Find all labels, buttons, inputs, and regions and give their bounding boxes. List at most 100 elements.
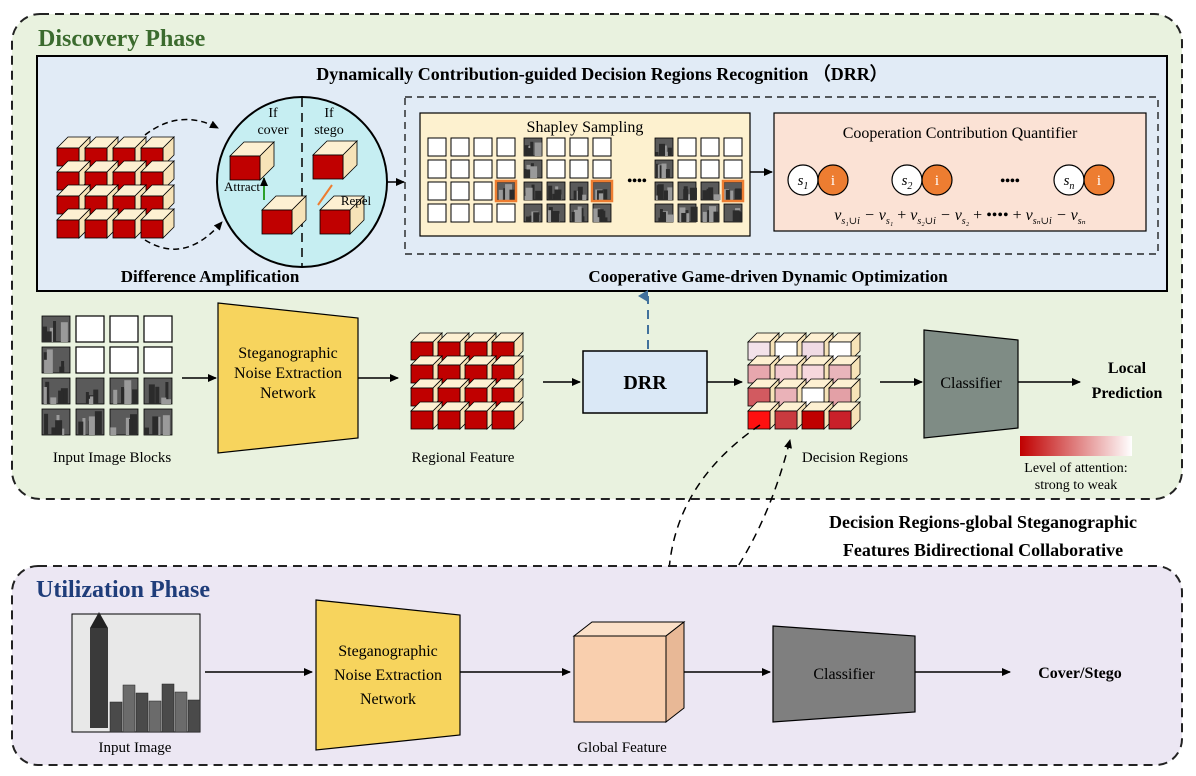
shapley-cell-photo-detail [594,217,600,222]
input-block-photo-detail [78,421,84,435]
shapley-cell-photo-detail [708,187,714,200]
shapley-cell-photo-detail [598,193,604,200]
shapley-cell-blank [723,137,743,157]
shapley-cell-photo-detail [534,142,542,156]
input-block-photo-detail [148,384,155,404]
shapley-cell-blank [723,159,743,179]
shapley-cell-blank [496,159,516,179]
utilization-classifier-label: Classifier [813,666,875,683]
shapley-cell-blank [592,159,612,179]
shapley-cell-blank [473,159,493,179]
input-block-photo-detail [44,413,49,435]
discovery-snen-trapezoid [217,302,359,454]
regional-feature-cubes [410,332,524,430]
ccq-title: Cooperation Contribution Quantifier [843,125,1078,142]
input-block-photo-detail [55,420,63,435]
shapley-cell-photo-detail [658,217,665,222]
shapley-cell-photo-detail [667,187,673,200]
shapley-cell-photo-detail [702,190,709,200]
shapley-cell-blank [496,137,516,157]
repel-arrow [317,184,333,206]
shapley-cell-photo-detail [530,166,538,178]
shapley-cell-photo-detail [659,209,663,222]
shapley-sampling-title: Shapley Sampling [527,119,644,136]
input-image-blocks [41,315,173,436]
shapley-cell-blank [569,137,589,157]
decision-regions-label: Decision Regions [802,450,908,466]
input-image-building [161,683,175,733]
attention-gradient-bar [1020,436,1132,456]
shapley-cell-blank [473,181,493,201]
input-block-blank [143,315,173,343]
shapley-cell-photo-detail [509,189,516,200]
global-cube-top [572,621,686,637]
difference-amplification-cubes [56,136,175,239]
shapley-cell-photo-detail [548,210,552,222]
shapley-cell-photo-detail [603,189,608,200]
input-block-photo-detail [161,397,167,404]
shapley-cell-photo-detail [531,184,535,200]
input-image-building [135,692,149,733]
input-block-photo-detail [124,380,132,404]
input-block-blank [75,346,105,374]
shapley-cell-photo-detail [709,206,717,222]
cube-r3c2-front [801,410,825,430]
player-i2-label: i [935,173,939,189]
input-block-photo-detail [165,382,169,404]
shapley-cell-blank [427,181,447,201]
input-block-photo-detail [58,390,64,404]
shapley-cell-blank [496,203,516,223]
input-block-photo-detail [51,427,58,435]
shapley-cell-photo-detail [702,211,707,222]
shapley-cell-photo-detail [525,187,533,200]
cube-r3c0-front [56,219,80,239]
amplify-arrow-lower [144,221,223,250]
input-image-tower [90,628,108,728]
shapley-ellipsis: •••• [627,174,647,189]
cover-cube-a-front [229,155,261,181]
player-i1-label: i [831,173,835,189]
input-block-photo-detail [61,361,65,373]
cover-cube-b-front [261,209,293,235]
shapley-cell-photo-detail [713,211,720,222]
input-block-photo-detail [44,359,49,373]
shapley-cell-blank [592,137,612,157]
input-block-photo-detail [155,386,160,404]
global-feature-cube [572,620,686,724]
shapley-cell-photo-detail [505,184,513,200]
cube-r3c1-front [437,410,461,430]
shapley-cell-photo-detail [713,194,721,200]
input-image-building [174,691,188,733]
shapley-cell-blank [700,159,720,179]
shapley-cell-photo-detail [529,215,533,222]
shapley-cell-photo-detail [665,169,670,178]
input-block-photo-detail [113,389,118,404]
shapley-cell-photo-detail [732,210,740,222]
input-block-photo-detail [87,398,92,404]
shapley-cell-photo-detail [734,188,742,200]
player-in-circle [1083,164,1115,196]
shapley-cell-photo-detail [657,184,664,200]
input-block-photo-detail [94,411,102,435]
input-block-photo-detail [49,327,54,342]
global-to-decision-arrow [685,439,792,631]
input-block-photo-detail [144,427,149,435]
discovery-phase-title: Discovery Phase [38,26,206,52]
drr-module-title: Dynamically Contribution-guided Decision… [316,64,888,84]
shapley-cell-photo-detail [707,210,711,222]
shapley-player-highlight [721,179,745,203]
decision-to-global-arrow [666,424,761,629]
players-ellipsis: •••• [1000,174,1020,189]
circle-cubes [229,140,365,235]
shapley-cell-blank [450,203,470,223]
input-block-photo-detail [129,419,133,435]
player-in-label: i [1097,173,1101,189]
shapley-cell-blank [427,159,447,179]
shapley-cell-photo-detail [571,212,575,222]
input-block-photo-detail [42,326,47,342]
input-image-label: Input Image [99,740,172,756]
shapley-cell-photo-detail [573,190,577,200]
